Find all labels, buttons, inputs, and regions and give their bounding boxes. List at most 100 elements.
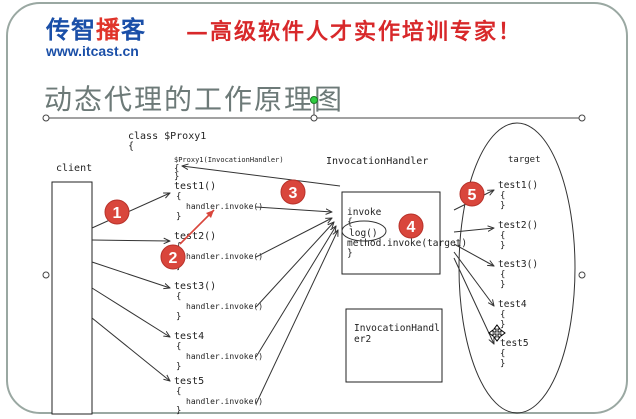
target-ellipse <box>458 122 576 414</box>
step-marker-3: 3 <box>280 179 306 205</box>
arrow-client-test1 <box>91 193 170 229</box>
target-method-4: test4 { } <box>498 299 527 330</box>
proxy-method-name: test3() <box>174 281 216 292</box>
handler2-box <box>345 308 443 383</box>
arrow-client-test5 <box>91 317 170 381</box>
brace: { <box>500 191 505 201</box>
proxy-constructor: $Proxy1(InvocationHandler) <box>174 156 284 164</box>
step-marker-4: 4 <box>398 213 424 239</box>
red-annotation-arrowhead <box>206 210 214 218</box>
proxy-method-1: test1() { handler.invoke() } <box>174 181 263 222</box>
marker-number: 5 <box>468 187 477 204</box>
brace: } <box>500 201 505 211</box>
arrow-invoke-5 <box>255 230 338 405</box>
resize-handle-side-right[interactable] <box>578 271 586 279</box>
arrow-client-test2 <box>91 240 170 241</box>
brace: } <box>500 359 505 369</box>
arrow-target-2 <box>453 228 494 233</box>
client-box <box>51 181 93 415</box>
resize-handle-side-left[interactable] <box>42 271 50 279</box>
marker-number: 4 <box>407 219 416 236</box>
step-marker-2: 2 <box>160 244 186 270</box>
arrow-target-5 <box>453 257 494 344</box>
brace: } <box>500 280 505 290</box>
move-cursor-icon <box>488 324 506 342</box>
handler-line-log: log() <box>349 228 378 239</box>
marker-number: 1 <box>113 205 122 222</box>
marker-circle <box>160 244 186 270</box>
target-method-2: test2() { } <box>498 220 538 251</box>
brace: { <box>176 192 181 202</box>
rotate-handle[interactable] <box>310 96 318 104</box>
client-label: client <box>56 163 92 174</box>
logo-text: 传智播客 <box>46 10 146 45</box>
log-highlight-ellipse <box>341 220 387 242</box>
marker-circle <box>280 179 306 205</box>
brace: { <box>500 310 505 320</box>
proxy-method-3: test3() { handler.invoke() } <box>174 281 263 322</box>
resize-handle-mid[interactable] <box>310 114 318 122</box>
handler-line-method-invoke: method.invoke(target) <box>347 238 467 249</box>
logo-text-highlight: 播 <box>96 16 121 44</box>
target-method-5: test5 { } <box>500 338 529 369</box>
constructor-brace-close: } <box>174 172 179 182</box>
step-marker-1: 1 <box>104 199 130 225</box>
step-marker-5: 5 <box>459 181 485 207</box>
target-method-name: test5 <box>500 338 529 349</box>
proxy-method-name: test1() <box>174 181 216 192</box>
itcast-logo: 传智播客 www.itcast.cn <box>46 10 146 59</box>
resize-handle-right[interactable] <box>578 114 586 122</box>
proxy-method-call: handler.invoke() <box>186 202 263 211</box>
marker-circle <box>459 181 485 207</box>
target-method-3: test3() { } <box>498 259 538 290</box>
arrow-invoke-2 <box>255 218 332 258</box>
proxy-method-call: handler.invoke() <box>186 302 263 311</box>
arrow-invoke-4 <box>255 226 336 358</box>
brace: } <box>500 320 505 330</box>
arrow-invoke-1 <box>255 206 332 212</box>
proxy-class-label: class $Proxy1 <box>128 131 206 142</box>
handler-box <box>341 191 441 275</box>
arrow-handler-constructor <box>182 166 341 187</box>
logo-url: www.itcast.cn <box>46 43 139 59</box>
step-markers: 1 2 3 4 5 <box>104 179 485 270</box>
handler2-line-2: er2 <box>354 334 371 345</box>
marker-number: 2 <box>169 250 178 267</box>
target-label: target <box>508 155 541 165</box>
arrow-target-3 <box>453 243 494 266</box>
brace: { <box>500 270 505 280</box>
proxy-method-4: test4 { handler.invoke() } <box>174 331 263 372</box>
marker-number: 3 <box>289 185 298 202</box>
proxy-method-name: test4 <box>174 331 204 342</box>
handler-label: InvocationHandler <box>326 156 428 167</box>
constructor-brace-open: { <box>174 164 179 174</box>
arrow-target-4 <box>453 251 494 306</box>
target-method-name: test4 <box>498 299 527 310</box>
brace: } <box>176 212 181 222</box>
target-method-1: test1() { } <box>498 180 538 211</box>
handler-line-invoke: invoke <box>347 207 382 218</box>
handler-line-open: { <box>347 217 353 228</box>
proxy-method-5: test5 { handler.invoke() } <box>174 376 263 416</box>
handler2-line-1: InvocationHandl <box>354 323 440 334</box>
proxy-method-call: handler.invoke() <box>186 252 263 261</box>
target-method-name: test1() <box>498 180 538 191</box>
target-method-name: test3() <box>498 259 538 270</box>
target-method-name: test2() <box>498 220 538 231</box>
brace: } <box>500 241 505 251</box>
proxy-method-call: handler.invoke() <box>186 352 263 361</box>
marker-circle <box>104 199 130 225</box>
proxy-class-brace: { <box>128 141 134 152</box>
slogan: —高级软件人才实作培训专家！ <box>186 19 523 45</box>
brace: { <box>500 231 505 241</box>
brace: { <box>500 349 505 359</box>
brace: } <box>176 312 181 322</box>
resize-handle-left[interactable] <box>42 114 50 122</box>
brace: { <box>176 342 181 352</box>
brace: { <box>176 387 181 397</box>
client-to-proxy-arrows <box>91 166 494 405</box>
slide-title: 动态代理的工作原理图 <box>44 83 345 116</box>
arrow-client-test3 <box>91 261 170 288</box>
